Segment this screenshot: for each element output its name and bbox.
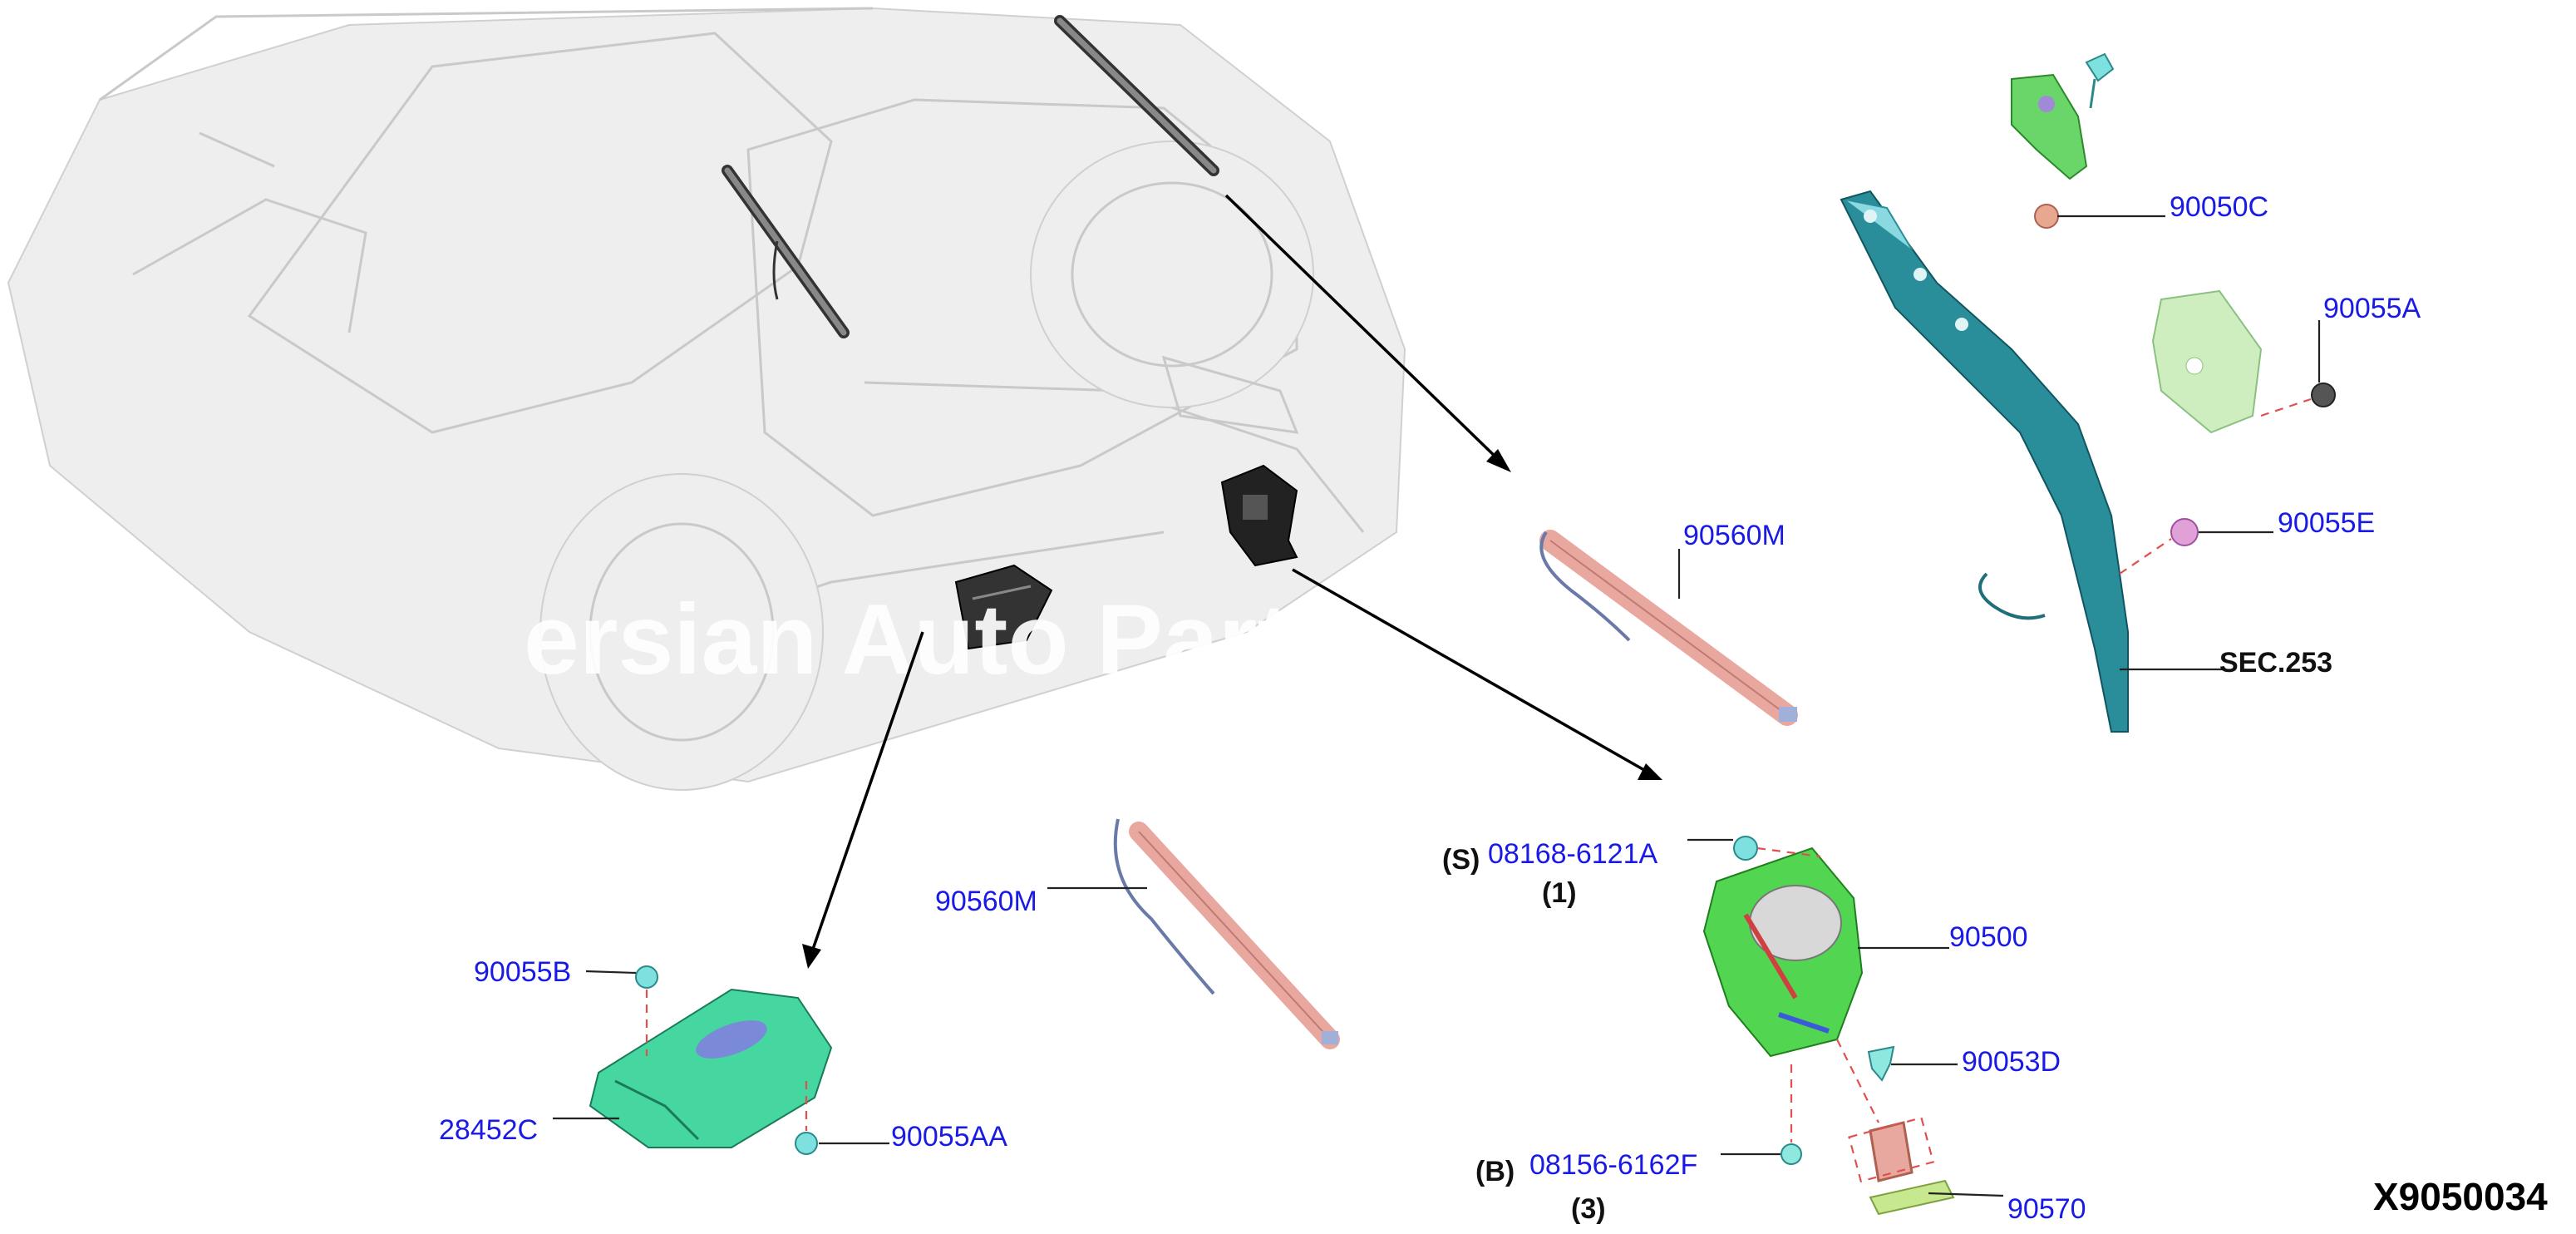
label-90055B[interactable]: 90055B — [474, 956, 571, 988]
bracket-green-top — [2011, 52, 2115, 180]
watermark-text: ersian Auto Parts — [524, 584, 1346, 695]
pillar-reinforcement — [1840, 190, 2129, 733]
label-08168-qty: (1) — [1542, 877, 1577, 909]
bracket-lightgreen — [2151, 289, 2263, 434]
strut-90560M-bottom — [1113, 818, 1340, 1049]
label-08156-6162F[interactable]: 08156-6162F — [1529, 1149, 1697, 1181]
label-90055A[interactable]: 90055A — [2323, 293, 2421, 324]
label-90055E[interactable]: 90055E — [2278, 507, 2375, 539]
nut-90055AA — [795, 1081, 818, 1155]
label-28452C[interactable]: 28452C — [439, 1114, 538, 1146]
label-90500[interactable]: 90500 — [1949, 921, 2028, 953]
clip-90053D — [1867, 1045, 1895, 1082]
label-90055AA[interactable]: 90055AA — [891, 1121, 1007, 1153]
label-08168-6121A[interactable]: 08168-6121A — [1488, 838, 1658, 870]
label-90050C[interactable]: 90050C — [2170, 191, 2268, 223]
car-latch-module — [1220, 464, 1298, 567]
car-strut-right — [1054, 15, 1219, 176]
vehicle-outline — [7, 7, 1406, 791]
car-control-unit — [954, 564, 1053, 650]
label-sec-253[interactable]: SEC.253 — [2219, 647, 2332, 679]
label-08156-qty: (3) — [1571, 1193, 1606, 1225]
figure-code: X9050034 — [2373, 1175, 2548, 1218]
nut-90055B — [635, 965, 658, 1056]
strut-90560M-top — [1539, 530, 1798, 726]
label-90570[interactable]: 90570 — [2007, 1193, 2086, 1225]
label-90560M-top[interactable]: 90560M — [1683, 520, 1785, 551]
label-08156-prefix: (B) — [1475, 1156, 1515, 1187]
latch-assembly-90500 — [1702, 836, 1864, 1058]
car-strut-left — [722, 165, 850, 338]
bolt-08156 — [1781, 1064, 1802, 1165]
label-08168-prefix: (S) — [1442, 844, 1480, 876]
pointer-arrows — [802, 194, 1662, 969]
clip-90050C — [2034, 204, 2059, 229]
striker-90570 — [1836, 1039, 1955, 1216]
label-90560M-bottom[interactable]: 90560M — [935, 886, 1037, 917]
bolt-90055A — [2260, 383, 2336, 417]
label-90053D[interactable]: 90053D — [1962, 1046, 2061, 1078]
nut-90055E — [2119, 518, 2199, 575]
control-unit-28452C — [589, 988, 833, 1148]
